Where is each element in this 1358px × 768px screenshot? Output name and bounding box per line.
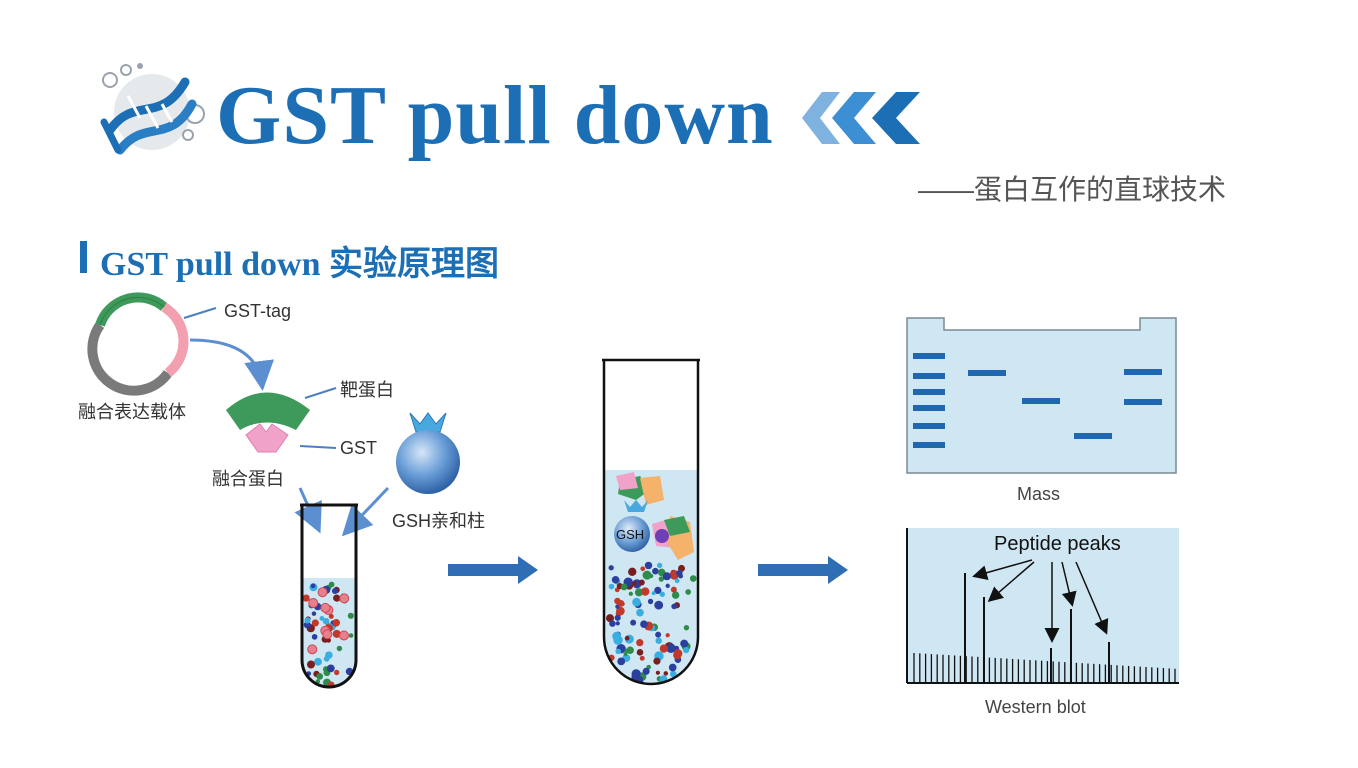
label-vector: 融合表达载体 (78, 402, 186, 422)
gel-band (1074, 433, 1112, 439)
label-gsh-column: GSH亲和柱 (392, 511, 486, 531)
label-gst: GST (340, 438, 378, 458)
label-gsh: GSH (616, 527, 645, 542)
gel-caption: Mass (1017, 484, 1061, 504)
gel-image (906, 317, 1177, 474)
plasmid-vector (87, 292, 189, 396)
gel-band (913, 373, 945, 379)
label-gst-tag: GST-tag (224, 301, 292, 321)
arrow-right-icon (758, 556, 848, 584)
gel-band (1124, 399, 1162, 405)
label-fusion-protein: 融合蛋白 (212, 469, 284, 489)
blot-peaks-label: Peptide peaks (994, 533, 1121, 555)
gel-band (913, 389, 945, 395)
section-title: GST pull down 实验原理图 (100, 246, 500, 283)
section-marker (80, 241, 87, 273)
test-tube-1 (300, 503, 358, 689)
arrow-right-icon (448, 556, 538, 584)
gel-band (913, 442, 945, 448)
fusion-protein-shape (226, 392, 310, 453)
gsh-bead (396, 412, 460, 494)
label-target-protein: 靶蛋白 (340, 380, 394, 400)
gel-band (913, 405, 945, 411)
blot-caption: Western blot (985, 697, 1086, 717)
gel-band (913, 353, 945, 359)
gel-band (968, 370, 1006, 376)
blot-image (906, 528, 1179, 684)
gel-band (1022, 398, 1060, 404)
page-subtitle: ——蛋白互作的直球技术 (918, 174, 1227, 205)
gel-band (913, 423, 945, 429)
page-title: GST pull down (216, 69, 774, 162)
test-tube-2 (602, 358, 700, 686)
gel-band (1124, 369, 1162, 375)
